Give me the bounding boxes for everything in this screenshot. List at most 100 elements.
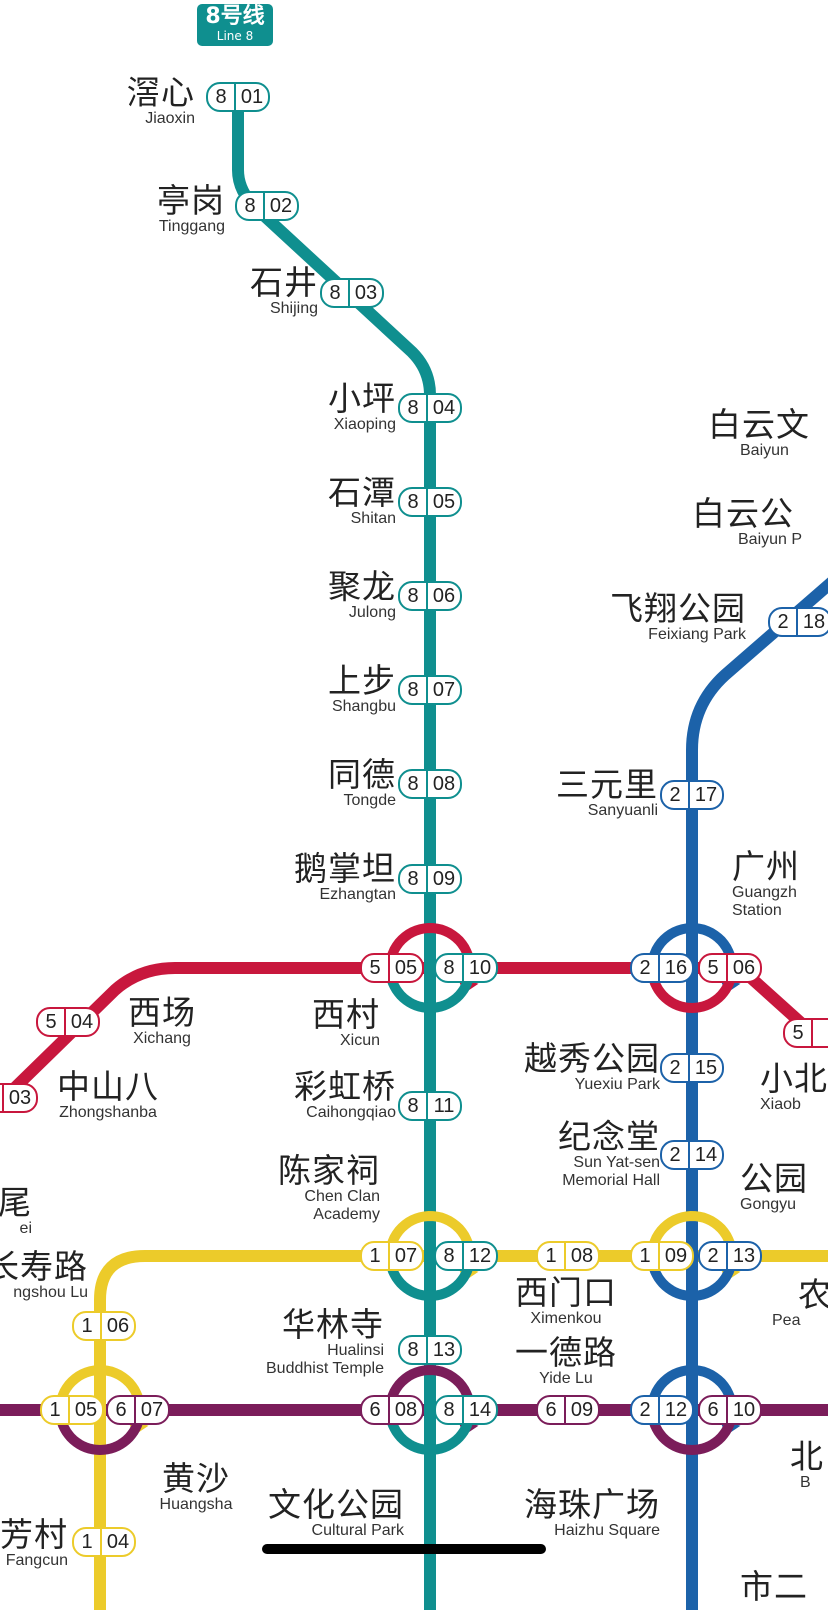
station-name-cn: 芳村	[0, 1515, 68, 1554]
station-name-en: Fangcun	[5, 1552, 68, 1569]
home-indicator[interactable]	[262, 1544, 546, 1554]
station-code-badge-5[interactable]: 5	[783, 1018, 828, 1048]
station-name-cn: 纪念堂	[558, 1117, 660, 1156]
station-name-en: Haizhu Square	[554, 1522, 660, 1539]
station-name-en: Xichang	[133, 1030, 191, 1047]
station-code-badge-503[interactable]: 503	[0, 1083, 38, 1113]
station-name-cn: 一德路	[515, 1333, 617, 1372]
station-name-cn: 白云文	[708, 405, 810, 444]
station-name-en: Baiyun P	[738, 531, 803, 548]
line-number: 5	[362, 955, 390, 981]
station-name-cn: 西村	[312, 995, 380, 1034]
interchange-bottom-arc	[648, 1417, 736, 1456]
line-number: 8	[400, 677, 428, 703]
station-number: 01	[240, 85, 264, 108]
line-number: 2	[662, 1142, 690, 1168]
station-name-cn: 西场	[128, 993, 196, 1032]
line-number: 6	[700, 1397, 728, 1423]
line-2-track	[686, 577, 828, 1610]
station-name-en: Sanyuanli	[587, 802, 658, 819]
station-name-en: Feixiang Park	[648, 626, 746, 643]
station-name-cn: 石潭	[328, 473, 396, 512]
line-number: 8	[400, 1093, 428, 1119]
line-number: 5	[785, 1020, 813, 1046]
station-number: 08	[394, 1398, 418, 1421]
station-number: 09	[432, 867, 456, 890]
station-name-cn: 海珠广场	[524, 1485, 660, 1524]
station-name-cn: 北	[790, 1437, 824, 1476]
station-name-cn: 上步	[328, 661, 396, 700]
station-shiergong[interactable]: 市二	[740, 1570, 808, 1603]
station-name-cn: 农	[798, 1275, 828, 1314]
